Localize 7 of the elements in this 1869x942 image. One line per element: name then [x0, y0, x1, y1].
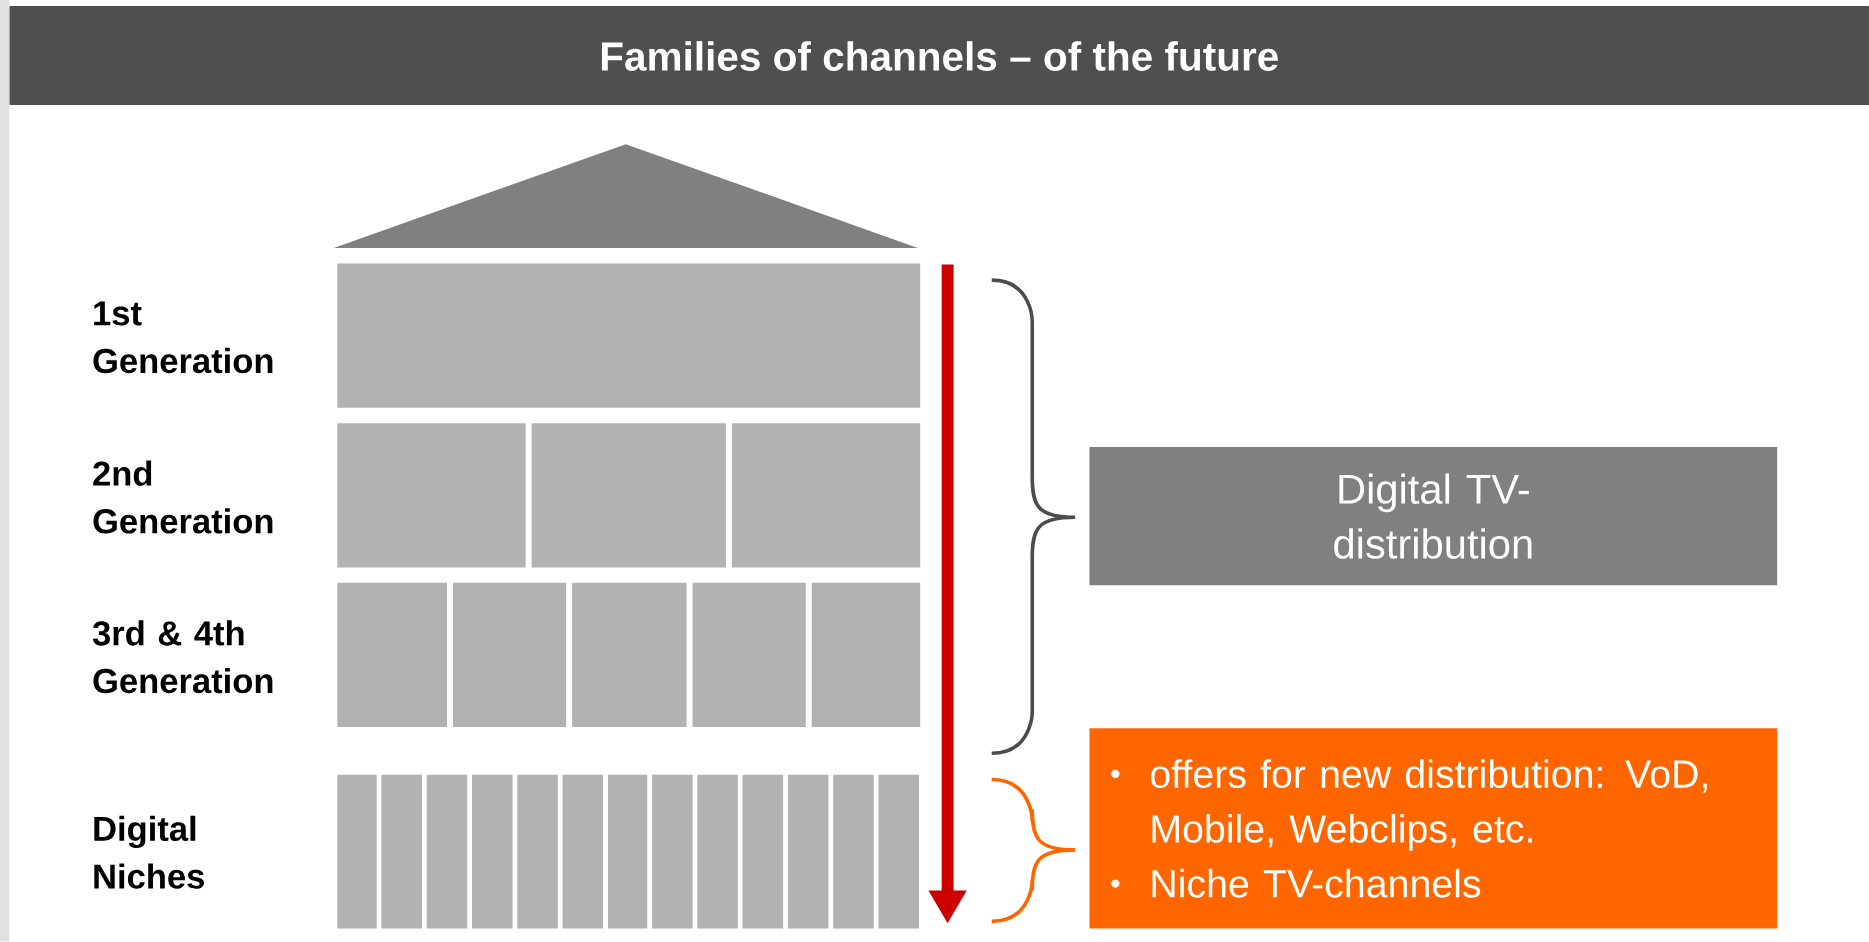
row-label: Digital Niches — [94, 815, 204, 889]
bullet-box: offers for new distribution: VoD, Mobile, Webclips, etc. Niche TV-channels — [1089, 728, 1778, 929]
label-box: Digital TV-distribution — [1089, 447, 1778, 586]
row-label: 2nd Generation — [93, 460, 273, 534]
title-bar: Families of channels – of the future — [9, 6, 1869, 106]
row-label: 3rd & 4th Generation — [92, 620, 273, 694]
row-label: 1st Generation — [93, 301, 273, 374]
